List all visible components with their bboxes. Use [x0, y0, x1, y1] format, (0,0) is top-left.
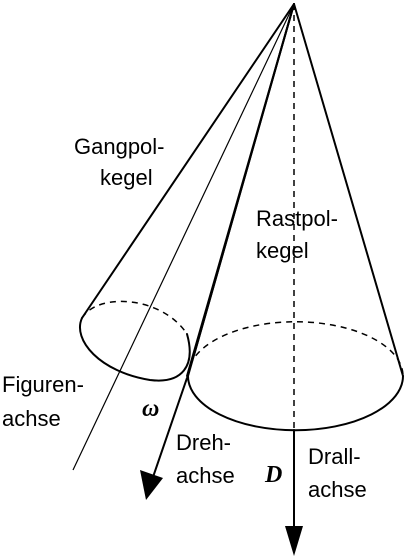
- label-gangpol-line2: kegel: [100, 165, 153, 190]
- omega-symbol: ω: [142, 396, 159, 422]
- drehachse-shaft: [151, 377, 188, 481]
- gangpol-base-front: [79, 317, 191, 382]
- label-figurenachse-line1: Figuren-: [2, 372, 84, 397]
- gangpol-base-back: [81, 300, 188, 335]
- label-drehachse-line2: achse: [176, 463, 235, 488]
- rastpol-right-edge: [293, 3, 404, 377]
- label-drallachse-line1: Drall-: [308, 444, 361, 469]
- gangpol-cone: [72, 3, 295, 471]
- drehachse-upper: [186, 3, 295, 377]
- figurenachse-line: [72, 3, 295, 471]
- drehachse-arrow: [140, 3, 295, 500]
- label-drehachse-line1: Dreh-: [176, 430, 231, 455]
- gangpol-left-edge: [81, 3, 295, 319]
- label-figurenachse-line2: achse: [2, 406, 61, 431]
- rastpol-base-back: [187, 320, 404, 377]
- rastpol-base-front: [187, 375, 404, 432]
- label-rastpol-line2: kegel: [256, 238, 309, 263]
- label-gangpol-line1: Gangpol-: [74, 134, 165, 159]
- d-symbol: D: [264, 462, 282, 488]
- drehachse-arrowhead: [140, 470, 163, 500]
- label-rastpol-line1: Rastpol-: [256, 206, 338, 231]
- drallachse-arrowhead: [285, 526, 303, 556]
- label-drallachse-line2: achse: [308, 477, 367, 502]
- drallachse-arrow: [285, 429, 303, 556]
